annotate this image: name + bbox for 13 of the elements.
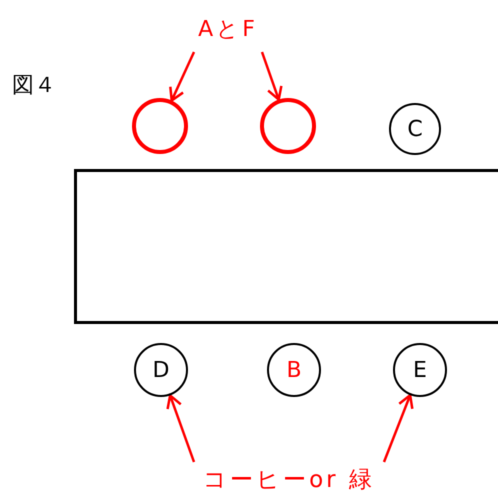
callout-text: コーヒーor 緑 bbox=[186, 462, 392, 496]
circle: E bbox=[393, 343, 447, 397]
circle: D bbox=[134, 343, 188, 397]
arrow bbox=[166, 394, 196, 462]
arrow bbox=[260, 52, 283, 101]
circle: C bbox=[389, 103, 441, 155]
arrow bbox=[382, 394, 414, 462]
callout-text: AとF bbox=[186, 6, 270, 52]
circle bbox=[260, 98, 316, 154]
circle: B bbox=[267, 343, 321, 397]
figure-label: 図４ bbox=[12, 72, 56, 100]
arrow bbox=[169, 51, 196, 102]
circle bbox=[132, 98, 188, 154]
